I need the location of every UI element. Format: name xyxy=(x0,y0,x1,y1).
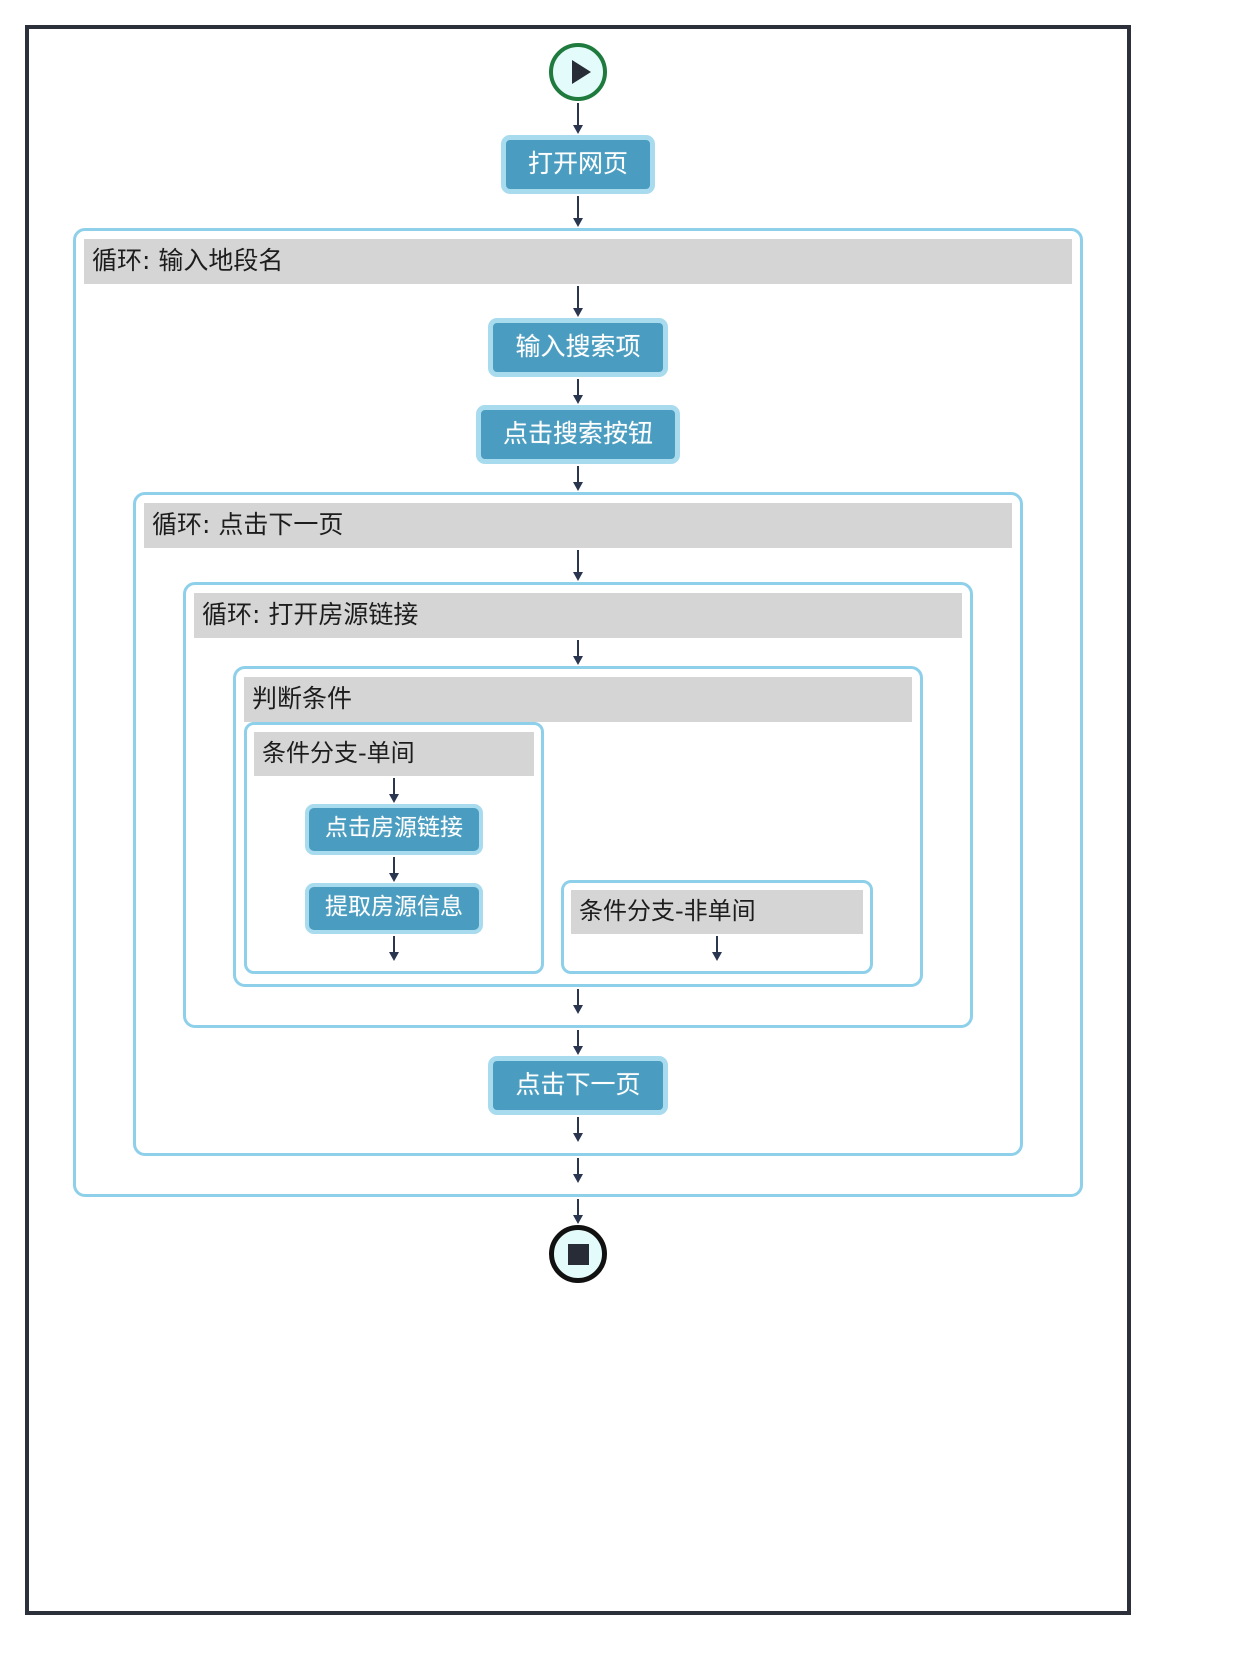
task-extract-listing-info[interactable]: 提取房源信息 xyxy=(305,883,483,934)
connector-arrow xyxy=(571,1156,585,1184)
branch-non-single-room-body xyxy=(571,934,863,962)
connector-arrow xyxy=(571,284,585,318)
flowchart-root: 打开网页 循环: 输入地段名 输入搜索项 点击搜索按钮 循环: 点击下一页 xyxy=(29,29,1127,1295)
connector-arrow xyxy=(571,1028,585,1056)
connector-arrow xyxy=(571,377,585,405)
connector-arrow xyxy=(571,987,585,1015)
loop-open-listing-link[interactable]: 循环: 打开房源链接 判断条件 条件分支-单间 xyxy=(183,582,973,1028)
connector-arrow xyxy=(571,101,585,135)
loop-open-listing-link-body: 判断条件 条件分支-单间 点击房源链接 xyxy=(194,638,962,1015)
connector-arrow xyxy=(710,934,724,962)
stop-icon xyxy=(567,1243,589,1265)
condition-block-title: 判断条件 xyxy=(244,677,912,722)
task-click-next-page[interactable]: 点击下一页 xyxy=(488,1056,668,1115)
connector-arrow xyxy=(387,934,401,962)
task-click-search-button[interactable]: 点击搜索按钮 xyxy=(475,405,680,464)
branch-non-single-room-title: 条件分支-非单间 xyxy=(571,890,863,934)
task-click-listing-link[interactable]: 点击房源链接 xyxy=(305,804,483,855)
play-icon xyxy=(571,60,591,84)
task-input-search-term[interactable]: 输入搜索项 xyxy=(488,318,668,377)
connector-arrow xyxy=(571,548,585,582)
loop-click-next-page[interactable]: 循环: 点击下一页 循环: 打开房源链接 判断条件 xyxy=(133,492,1023,1156)
connector-arrow xyxy=(387,776,401,804)
connector-arrow xyxy=(571,638,585,666)
branch-single-room[interactable]: 条件分支-单间 点击房源链接 提取房源信息 xyxy=(244,722,544,974)
connector-arrow xyxy=(571,194,585,228)
branch-single-room-body: 点击房源链接 提取房源信息 xyxy=(254,776,534,962)
end-node[interactable] xyxy=(549,1225,607,1283)
start-node[interactable] xyxy=(549,43,607,101)
loop-input-district-name-body: 输入搜索项 点击搜索按钮 循环: 点击下一页 循环: 打开房源链接 xyxy=(84,284,1072,1184)
branch-non-single-room[interactable]: 条件分支-非单间 xyxy=(561,880,873,974)
connector-arrow xyxy=(571,464,585,492)
loop-click-next-page-title: 循环: 点击下一页 xyxy=(144,503,1012,548)
loop-click-next-page-body: 循环: 打开房源链接 判断条件 条件分支-单间 xyxy=(144,548,1012,1143)
loop-input-district-name[interactable]: 循环: 输入地段名 输入搜索项 点击搜索按钮 循环: 点击下一页 循环: 打开房… xyxy=(73,228,1083,1197)
diagram-canvas: 打开网页 循环: 输入地段名 输入搜索项 点击搜索按钮 循环: 点击下一页 xyxy=(25,25,1131,1615)
connector-arrow xyxy=(571,1115,585,1143)
connector-arrow xyxy=(387,855,401,883)
condition-branch-row: 条件分支-单间 点击房源链接 提取房源信息 xyxy=(244,722,912,974)
loop-open-listing-link-title: 循环: 打开房源链接 xyxy=(194,593,962,638)
task-open-webpage[interactable]: 打开网页 xyxy=(500,135,655,194)
loop-input-district-name-title: 循环: 输入地段名 xyxy=(84,239,1072,284)
connector-arrow xyxy=(571,1197,585,1225)
condition-block[interactable]: 判断条件 条件分支-单间 点击房源链接 xyxy=(233,666,923,987)
branch-single-room-title: 条件分支-单间 xyxy=(254,732,534,776)
